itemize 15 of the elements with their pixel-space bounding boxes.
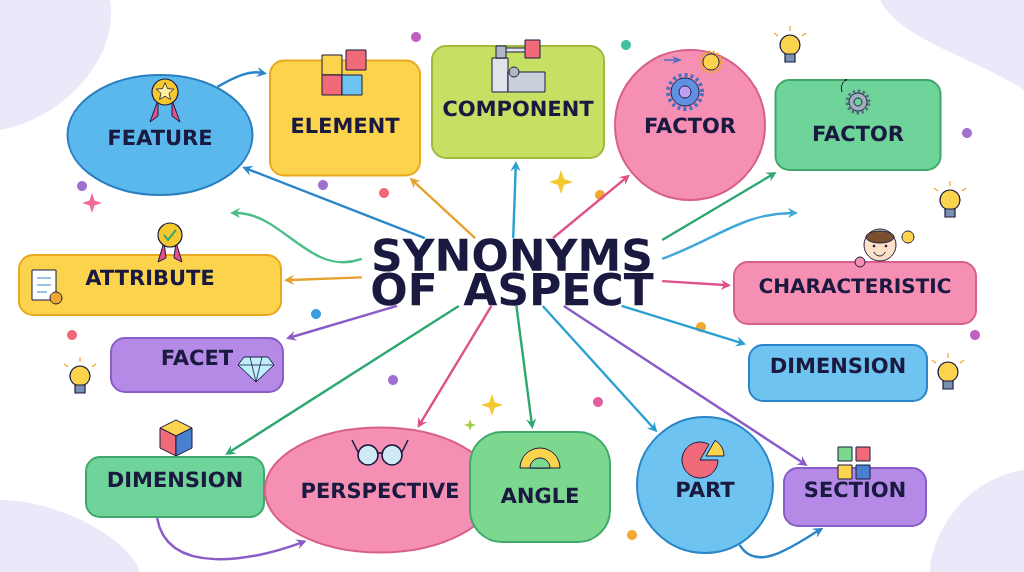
topic-box: FACET [110, 337, 284, 393]
topic-box: FACTOR [774, 79, 942, 171]
topic-box: ANGLE [469, 431, 611, 543]
topic-box: DIMENSION [85, 456, 265, 518]
topic-box: CHARACTERISTIC [733, 261, 977, 325]
arrow [225, 304, 460, 455]
topic-bubble: FEATURE [66, 74, 254, 196]
topic-bubble: FACTOR [614, 49, 766, 201]
topic-box: ATTRIBUTE [18, 254, 282, 316]
topic-box: SECTION [783, 467, 927, 527]
arrow [417, 305, 493, 428]
title-text: SYNONYMS OF ASPECT [372, 238, 654, 306]
topic-box: DIMENSION [748, 344, 928, 402]
topic-box: ELEMENT [269, 59, 421, 177]
topic-bubble: PART [636, 416, 774, 554]
